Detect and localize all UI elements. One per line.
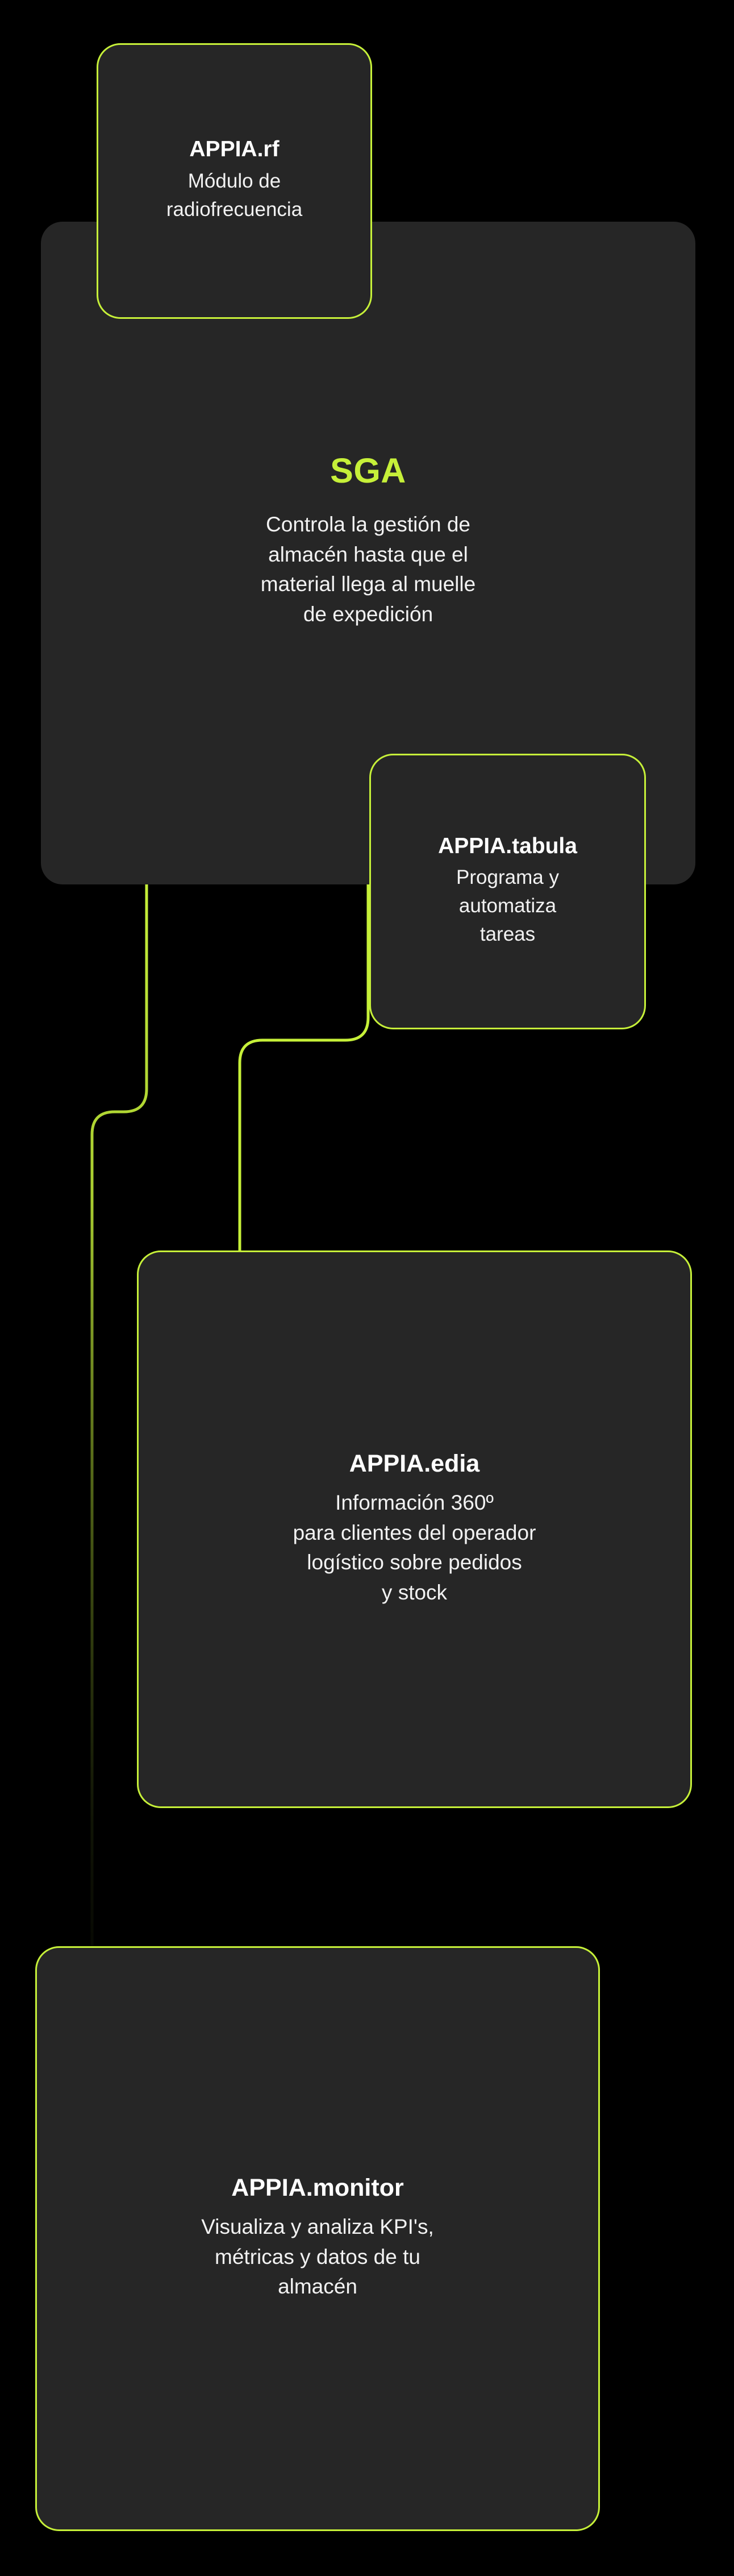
connector-tabula-to-edia: [238, 878, 370, 1254]
sga-hub-content: SGA Controla la gestión de almacén hasta…: [41, 454, 695, 629]
module-description-appia-monitor: Visualiza y analiza KPI's, métricas y da…: [201, 2215, 434, 2299]
module-title-appia-monitor: APPIA.monitor: [231, 2174, 404, 2202]
module-title-appia-edia: APPIA.edia: [349, 1449, 480, 1477]
module-description-appia-rf: Módulo de radiofrecuencia: [166, 170, 303, 221]
module-description-appia-edia: Información 360º para clientes del opera…: [293, 1491, 536, 1604]
module-card-appia-monitor[interactable]: APPIA.monitor Visualiza y analiza KPI's,…: [35, 1946, 600, 2531]
sga-title: SGA: [330, 451, 406, 490]
module-title-appia-rf: APPIA.rf: [189, 137, 280, 162]
sga-description: Controla la gestión de almacén hasta que…: [260, 513, 476, 626]
module-card-appia-edia[interactable]: APPIA.edia Información 360º para cliente…: [137, 1250, 692, 1808]
module-card-appia-tabula[interactable]: APPIA.tabula Programa y automatiza tarea…: [369, 754, 646, 1029]
module-description-appia-tabula: Programa y automatiza tareas: [456, 866, 559, 945]
module-title-appia-tabula: APPIA.tabula: [438, 833, 577, 858]
module-card-appia-rf[interactable]: APPIA.rf Módulo de radiofrecuencia: [97, 43, 372, 319]
